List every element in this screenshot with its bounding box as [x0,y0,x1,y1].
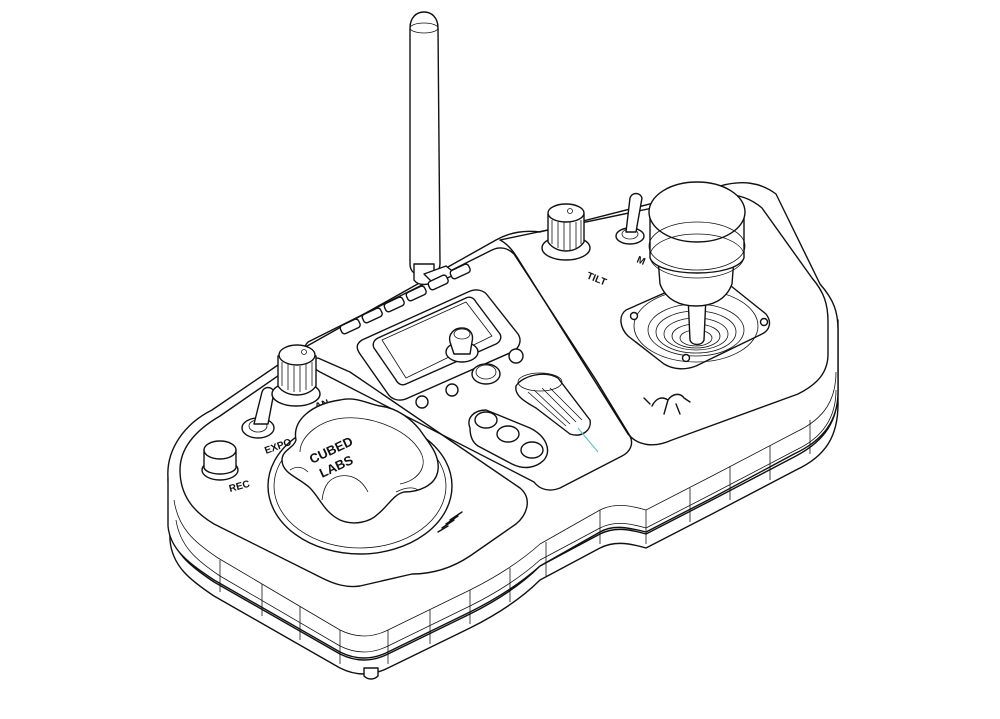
jog-wheel[interactable]: CUBED LABS [267,398,453,555]
pan-knob[interactable] [271,344,321,407]
pad-button-3[interactable] [520,441,544,459]
antenna [409,11,457,286]
left-controls[interactable]: REC EXPO AN [201,344,463,555]
pad-button-1[interactable] [474,411,498,429]
pad-button-2[interactable] [496,425,520,443]
center-button-round[interactable] [471,363,501,385]
expo-toggle[interactable] [241,386,275,439]
three-button-pad[interactable] [468,409,549,469]
top-buttons[interactable] [339,263,471,335]
leader-line [577,427,599,453]
led-indicator [508,348,524,364]
joystick[interactable] [620,181,771,370]
speaker-grille-icon [437,511,463,533]
center-controls[interactable] [415,327,599,469]
mode-label: M [635,255,647,268]
rec-label: REC [228,479,251,495]
small-button-b[interactable] [415,395,429,409]
rocker-knob[interactable] [515,372,599,453]
small-button-a[interactable] [445,383,459,397]
tilt-knob[interactable] [541,203,591,261]
center-toggle[interactable] [445,327,479,363]
rec-button[interactable] [201,440,239,481]
right-controls[interactable]: TILT M [541,181,771,415]
mode-toggle[interactable] [615,192,645,245]
kangaroo-icon [643,393,691,415]
